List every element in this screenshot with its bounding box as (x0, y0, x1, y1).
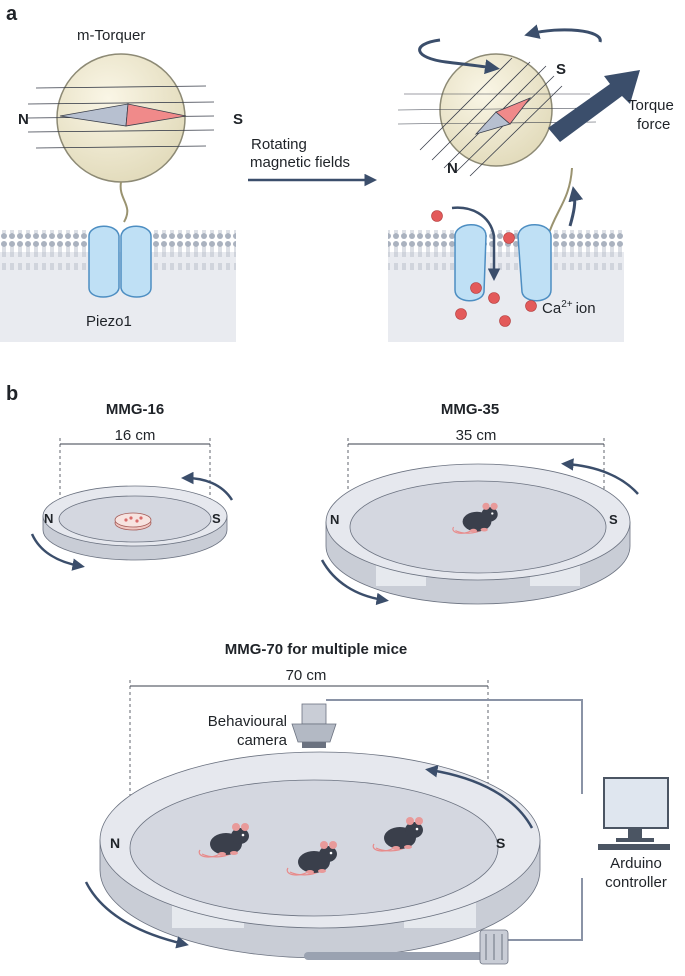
mmg35-pole-n: N (330, 512, 339, 527)
ion-flow-arrow (451, 206, 501, 281)
mmg16-rotation-arrow-right (181, 471, 234, 501)
piezo-channel-closed (88, 225, 152, 298)
mmg35-rotation-arrow-right (561, 458, 639, 495)
mmg35-title: MMG-35 (441, 401, 499, 418)
mmg70-pole-s: S (496, 835, 505, 851)
panel-a-letter: a (6, 3, 18, 25)
mmg16-pole-s: S (212, 511, 221, 526)
piezo-label: Piezo1 (86, 313, 132, 330)
camera-cable (326, 699, 583, 794)
mmg16-device (42, 485, 228, 561)
calcium-ions (431, 210, 537, 327)
torque-label-line1: Torque (628, 97, 674, 114)
mmg35-device (325, 463, 631, 605)
left-pole-s: S (233, 111, 243, 128)
right-pole-n: N (447, 160, 458, 177)
panel-b-letter: b (6, 383, 18, 405)
camera-label-line1: Behavioural (208, 713, 287, 730)
controller-label-line1: Arduino (610, 855, 662, 872)
mmg70-rotation-arrow-left (84, 881, 189, 949)
controller-label-line2: controller (605, 874, 667, 891)
mmg70-rotation-arrow-right (425, 765, 534, 829)
mmg70-title: MMG-70 for multiple mice (225, 641, 408, 658)
rotation-arrow-left (418, 38, 500, 75)
ca-ion-label: Ca2+ion (542, 299, 596, 317)
mmg35-pole-s: S (609, 512, 618, 527)
mmg70-device (99, 751, 541, 959)
arduino-controller-computer (598, 777, 670, 850)
mmg16-pole-n: N (44, 511, 53, 526)
torque-force-arrow (548, 70, 640, 142)
mmg70-dimension: 70 cm (286, 667, 327, 684)
left-pole-n: N (18, 111, 29, 128)
piezo-channel-open (454, 224, 552, 302)
camera-label-line2: camera (237, 732, 288, 749)
left-torquer (27, 53, 215, 223)
torque-label-line2: force (637, 116, 670, 133)
pull-arrow (568, 186, 584, 227)
mmg35-dimension: 35 cm (456, 427, 497, 444)
rotation-arrow-top (524, 24, 602, 43)
mmg35-rotation-arrow-left (320, 559, 389, 606)
torquer-label: m-Torquer (77, 27, 145, 44)
right-torquer (397, 53, 597, 237)
behavioural-camera (291, 703, 337, 748)
motor (304, 929, 509, 965)
arrow-label-line2: magnetic fields (250, 154, 350, 171)
mmg16-title: MMG-16 (106, 401, 164, 418)
mmg70-pole-n: N (110, 835, 120, 851)
right-pole-s: S (556, 61, 566, 78)
arrow-label-line1: Rotating (251, 136, 307, 153)
mmg16-dimension: 16 cm (115, 427, 156, 444)
mmg16-rotation-arrow-left (30, 533, 85, 571)
